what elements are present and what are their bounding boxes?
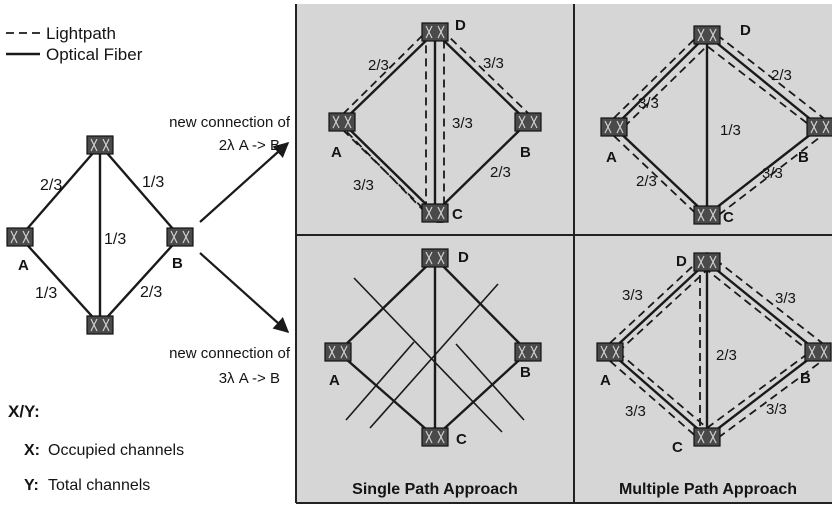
node-a-label: A xyxy=(600,372,611,389)
key-y-desc: Total channels xyxy=(48,477,150,494)
blocked-cross-2 xyxy=(369,283,499,429)
fiber-c-b xyxy=(99,236,181,326)
key-title: X/Y: xyxy=(8,402,40,421)
panel-grid xyxy=(295,4,832,504)
arrow-down xyxy=(199,252,290,334)
node-b xyxy=(166,227,194,247)
node-c-label: C xyxy=(723,209,734,226)
link-c-b-label: 2/3 xyxy=(140,284,162,301)
connection-arrows: new connection of 2λ A -> B new connecti… xyxy=(169,114,291,387)
arrow-up xyxy=(199,141,290,223)
blocked-cross-1 xyxy=(353,277,503,433)
link-d-c-label: 1/3 xyxy=(720,122,741,139)
key-y-term: Y: xyxy=(24,477,39,494)
xy-key: X/Y: X: Occupied channels Y: Total chann… xyxy=(8,402,184,494)
node-c xyxy=(86,315,114,335)
fiber-a-d xyxy=(19,144,101,238)
node-b-label: B xyxy=(520,144,531,161)
node-a-label: A xyxy=(18,257,29,274)
link-c-b-label: 2/3 xyxy=(490,164,511,181)
node-a xyxy=(6,227,34,247)
top-arrow-label-1: new connection of xyxy=(169,114,291,131)
link-d-b-label: 3/3 xyxy=(775,290,796,307)
link-c-b-label: 3/3 xyxy=(762,165,783,182)
link-a-c-label: 3/3 xyxy=(353,177,374,194)
link-a-d-label: 2/3 xyxy=(40,177,62,194)
node-a-label: A xyxy=(331,144,342,161)
node-d-label: D xyxy=(740,22,751,39)
multiple-path-caption: Multiple Path Approach xyxy=(619,481,797,498)
link-a-d-label: 3/3 xyxy=(638,95,659,112)
lightpath-legend-label: Lightpath xyxy=(46,24,116,43)
node-c-label: C xyxy=(456,431,467,448)
link-d-b-label: 1/3 xyxy=(142,174,164,191)
node-b-label: B xyxy=(800,370,811,387)
lightpath-lower xyxy=(613,130,829,226)
lightpath-2 xyxy=(342,29,529,223)
fiber-d-b xyxy=(99,144,181,238)
panel-single-bottom: A B C D xyxy=(324,248,542,448)
panel-multi-bottom: A B C D 3/3 3/3 2/3 3/3 3/3 xyxy=(596,251,832,456)
node-d-label: D xyxy=(455,17,466,34)
lightpath-lower xyxy=(609,357,827,448)
bottom-arrow-label-1: new connection of xyxy=(169,345,291,362)
link-d-b-label: 3/3 xyxy=(483,55,504,72)
panel-multi-top: A B C D 3/3 2/3 1/3 2/3 3/3 xyxy=(600,22,832,226)
link-d-c-label: 2/3 xyxy=(716,347,737,364)
node-b-label: B xyxy=(520,364,531,381)
link-a-c-label: 3/3 xyxy=(625,403,646,420)
blocked-cross-4 xyxy=(455,343,525,421)
node-d-label: D xyxy=(458,249,469,266)
fiber-legend-label: Optical Fiber xyxy=(46,45,143,64)
link-a-d-label: 3/3 xyxy=(622,287,643,304)
panels-background xyxy=(296,4,832,503)
node-a-label: A xyxy=(606,149,617,166)
key-x-desc: Occupied channels xyxy=(48,442,184,459)
link-a-c-label: 1/3 xyxy=(35,285,57,302)
single-path-caption: Single Path Approach xyxy=(352,481,518,498)
node-b-label: B xyxy=(172,255,183,272)
top-arrow-label-2: 2λ A -> B xyxy=(219,137,280,154)
link-d-c-label: 3/3 xyxy=(452,115,473,132)
node-c-label: C xyxy=(452,206,463,223)
blocked-cross-3 xyxy=(345,341,415,421)
link-d-c-label: 1/3 xyxy=(104,231,126,248)
node-b-label: B xyxy=(798,149,809,166)
node-d xyxy=(86,135,114,155)
panel-single-top: A B C D 2/3 3/3 3/3 3/3 2/3 xyxy=(328,17,542,223)
node-a-label: A xyxy=(329,372,340,389)
link-c-b-label: 3/3 xyxy=(766,401,787,418)
link-a-d-label: 2/3 xyxy=(368,57,389,74)
initial-network: A B 2/3 1/3 1/3 1/3 2/3 xyxy=(6,135,194,335)
legend: Lightpath Optical Fiber xyxy=(6,24,143,64)
key-x-term: X: xyxy=(24,442,40,459)
node-c-label: C xyxy=(672,439,683,456)
link-a-c-label: 2/3 xyxy=(636,173,657,190)
fiber-a-c xyxy=(19,236,101,326)
node-d-label: D xyxy=(676,253,687,270)
bottom-arrow-label-2: 3λ A -> B xyxy=(219,370,280,387)
link-d-b-label: 2/3 xyxy=(771,67,792,84)
